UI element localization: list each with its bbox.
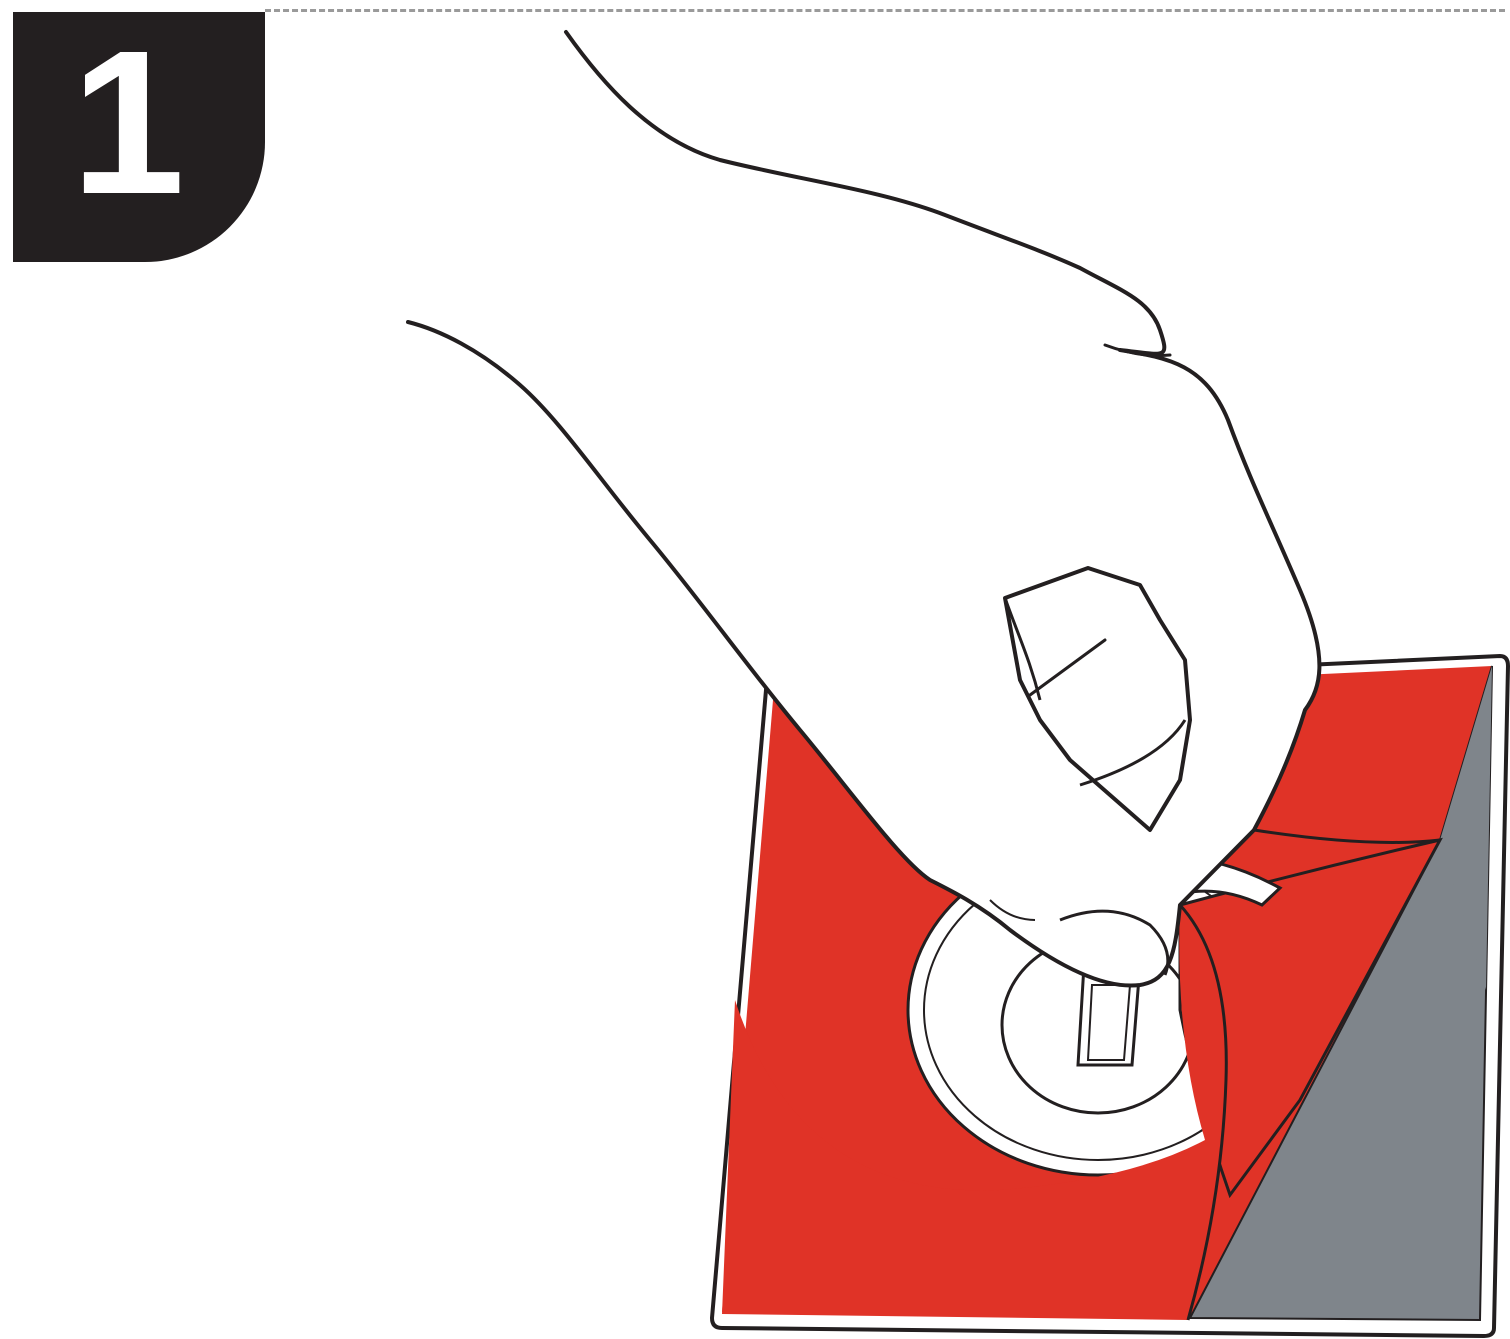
instruction-step-panel: 1 [0,0,1510,1339]
lock-illustration [0,0,1510,1339]
